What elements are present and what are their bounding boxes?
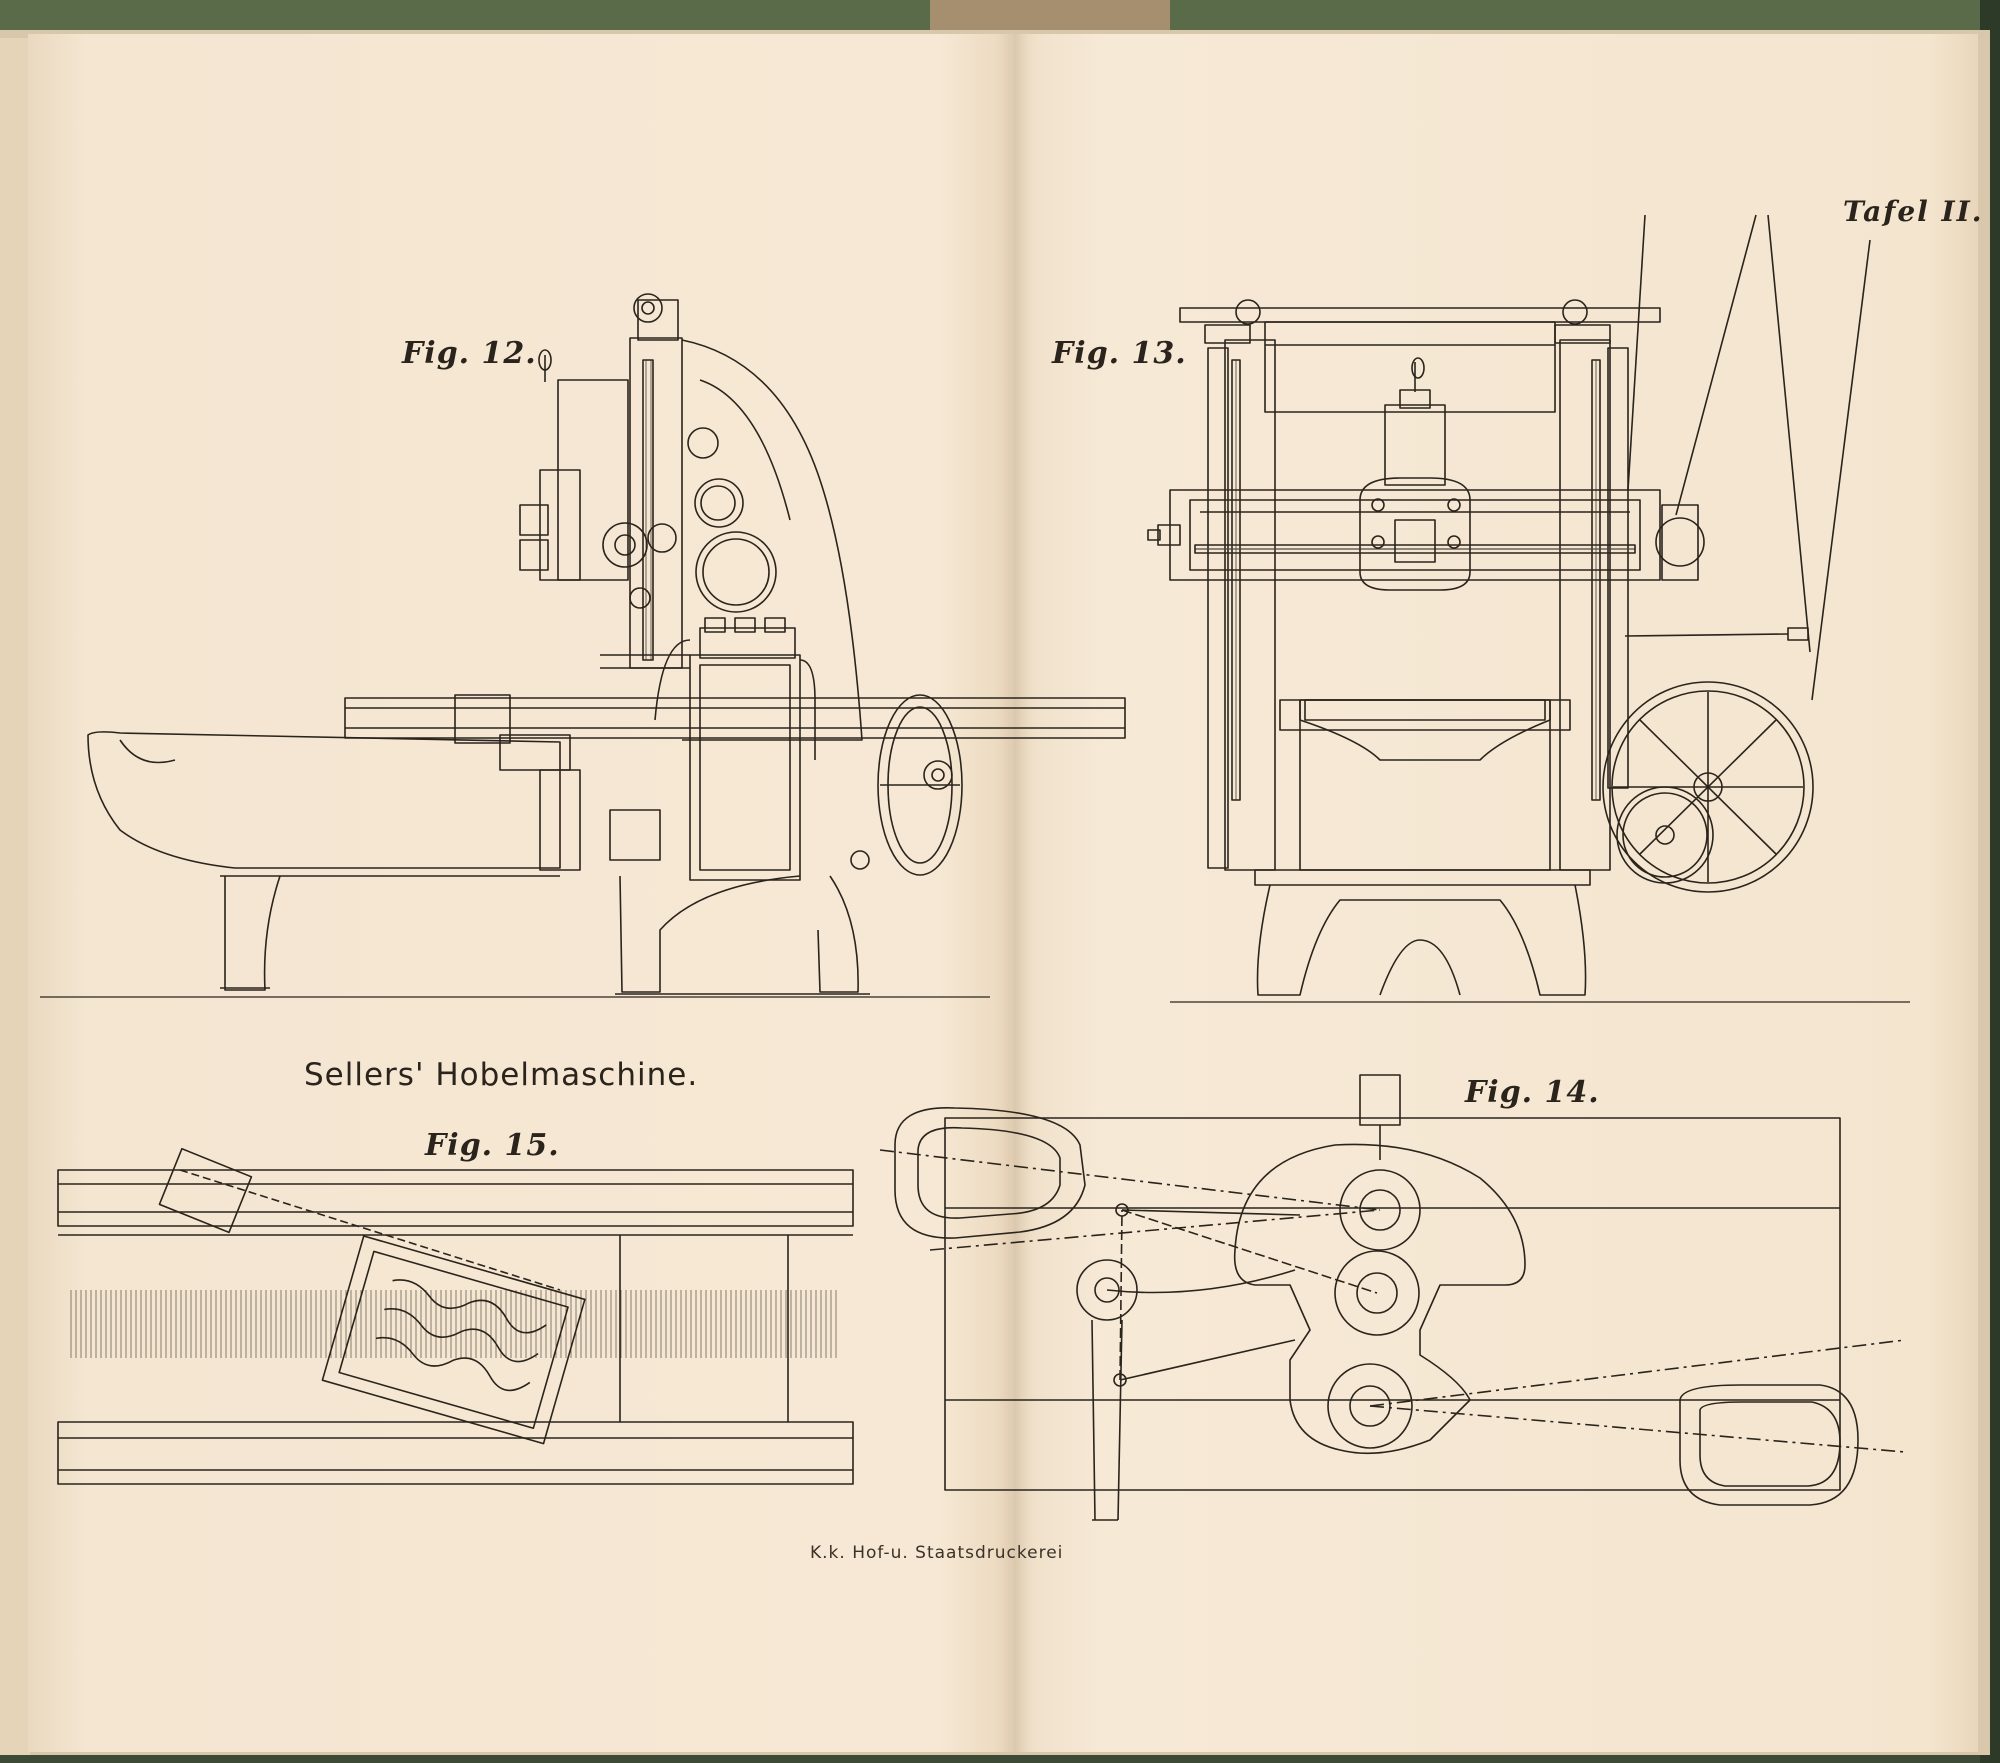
figure-13-drawing — [1147, 214, 1910, 1003]
figure-13-label: Fig. 13. — [1052, 336, 1187, 371]
figure-12-label: Fig. 12. — [402, 336, 537, 371]
plate-title: Sellers' Hobelmaschine. — [304, 1057, 699, 1093]
figure-12-drawing — [40, 293, 1126, 998]
figure-15-label: Fig. 15. — [425, 1128, 560, 1163]
plate-number: Tafel II. — [1843, 195, 1984, 228]
figure-14-drawing — [879, 1074, 1906, 1521]
figure-14-label: Fig. 14. — [1465, 1075, 1600, 1110]
imprint-line: K.k. Hof-u. Staatsdruckerei — [810, 1543, 1064, 1563]
figure-15-drawing — [57, 1147, 854, 1485]
